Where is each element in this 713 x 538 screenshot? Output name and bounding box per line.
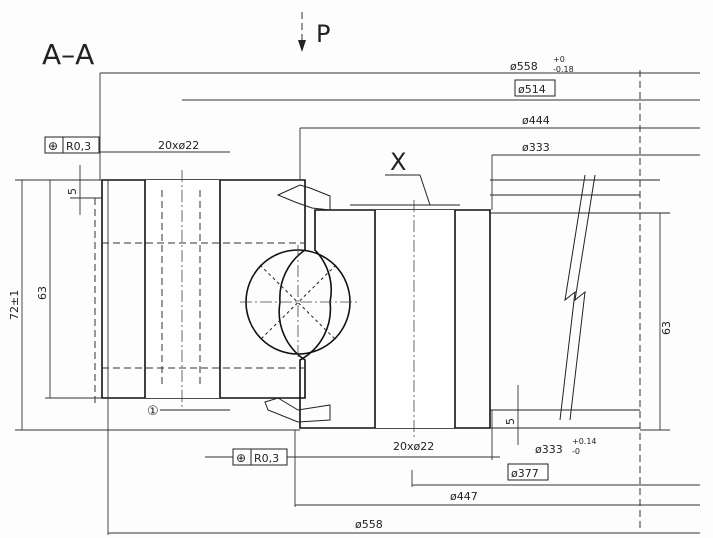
bottom-dimensions: 20xø22 ø333 +0.14 -0 ø377 ø447 ø558	[107, 180, 700, 535]
svg-text:⊕: ⊕	[48, 139, 58, 153]
svg-text:20xø22: 20xø22	[393, 440, 434, 453]
svg-text:ø558: ø558	[510, 60, 538, 73]
top-dimensions: ø558 +0 -0.18 ø514 ø444 ø333	[99, 55, 700, 530]
svg-text:ø447: ø447	[450, 490, 478, 503]
position-tolerance-bottom: ⊕ R0,3	[232, 448, 288, 466]
svg-text:R0,3: R0,3	[254, 452, 279, 465]
detail-label: X	[390, 148, 406, 176]
svg-text:ø333: ø333	[535, 443, 563, 456]
height-total: 72±1	[8, 290, 21, 320]
svg-text:⊕: ⊕	[236, 451, 246, 465]
svg-text:ø333: ø333	[522, 141, 550, 154]
top-seal	[276, 184, 331, 211]
svg-text:-0.18: -0.18	[553, 65, 574, 74]
position-tolerance-top: ⊕ R0,3	[44, 136, 100, 154]
svg-text:+0: +0	[553, 55, 565, 64]
svg-text:ø558: ø558	[355, 518, 383, 531]
view-arrow-icon	[298, 40, 306, 52]
svg-text:ø444: ø444	[522, 114, 550, 127]
svg-text:R0,3: R0,3	[66, 140, 91, 153]
offset-left: 5	[66, 188, 79, 195]
outer-ring	[94, 170, 306, 410]
height-right: 63	[660, 321, 673, 335]
svg-text:ø377: ø377	[511, 467, 539, 480]
inner-ring	[299, 200, 491, 440]
svg-text:+0.14: +0.14	[572, 437, 597, 446]
part-balloon: ①	[147, 404, 159, 419]
bottom-seal	[264, 397, 331, 423]
section-label: A–A	[42, 38, 94, 71]
offset-right: 5	[504, 418, 517, 425]
gear-teeth	[490, 174, 670, 429]
svg-text:-0: -0	[572, 447, 580, 456]
view-label: P	[316, 20, 330, 48]
holes-top-label: 20xø22	[158, 139, 199, 152]
height-left: 63	[36, 286, 49, 300]
svg-text:ø514: ø514	[518, 83, 546, 96]
